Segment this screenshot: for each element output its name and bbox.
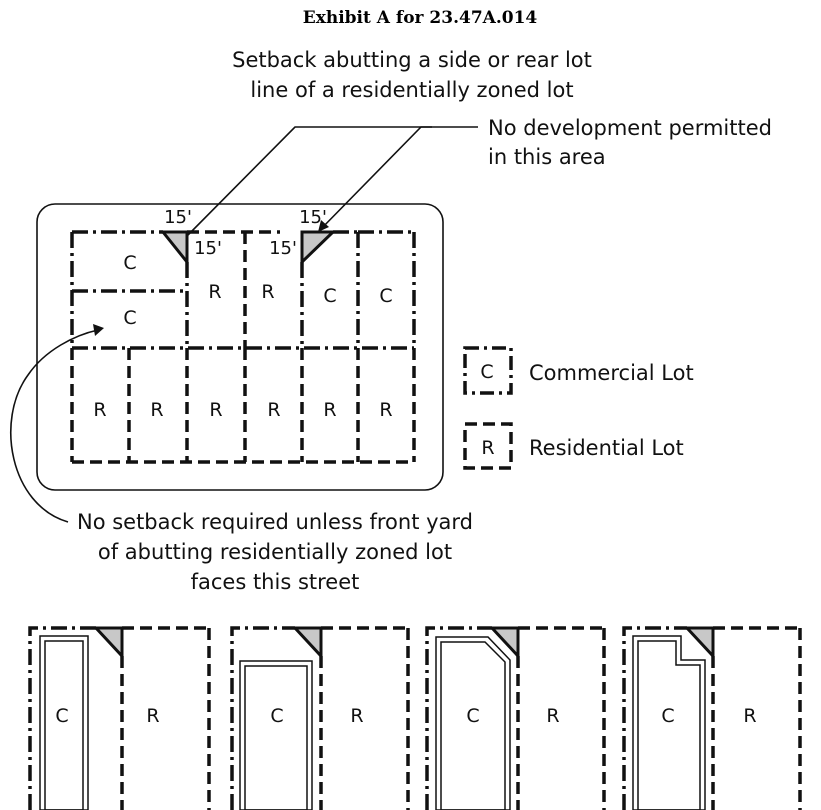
legend-residential-symbol: R	[481, 437, 494, 459]
setback-callout-line2: line of a residentially zoned lot	[250, 78, 573, 102]
example-row: C R C R	[28, 626, 802, 810]
commercial-lot-lines	[70, 230, 416, 350]
no-development-callout-line2: in this area	[488, 145, 606, 169]
exhibit-title: Exhibit A for 23.47A.014	[303, 8, 538, 28]
setback-leader-line	[186, 126, 432, 237]
example-panel: C R	[425, 626, 606, 810]
lot-label-commercial: C	[123, 307, 136, 329]
lot-label-commercial: C	[379, 285, 392, 307]
lot-label-commercial: C	[661, 705, 674, 727]
building-footprint-inner	[440, 641, 506, 810]
lot-label-residential: R	[209, 399, 222, 421]
legend-commercial-label: Commercial Lot	[529, 361, 694, 385]
legend-residential-swatch	[463, 422, 513, 470]
setback-callout-line1: Setback abutting a side or rear lot	[232, 48, 592, 72]
lot-label-residential: R	[350, 705, 363, 727]
no-development-leader-line	[317, 126, 478, 233]
lot-label-residential: R	[208, 281, 221, 303]
no-development-triangle	[92, 626, 124, 660]
building-footprint	[435, 636, 511, 810]
no-development-triangle	[488, 626, 520, 660]
lot-label-commercial: C	[270, 705, 283, 727]
no-development-triangle	[683, 626, 715, 660]
arrow-head-icon	[93, 324, 104, 336]
building-footprint	[632, 635, 706, 810]
legend-residential-label: Residential Lot	[529, 436, 684, 460]
dimension-label: 15'	[269, 238, 297, 259]
arrow-head-icon	[318, 220, 329, 232]
building-footprint-inner	[637, 640, 701, 810]
block-outline	[36, 203, 444, 491]
building-footprint	[39, 635, 89, 810]
dimension-label: 15'	[299, 207, 327, 228]
building-footprint	[239, 660, 313, 810]
lot-label-commercial: C	[55, 705, 68, 727]
lot-label-residential: R	[261, 281, 274, 303]
lot-label-residential: R	[379, 399, 392, 421]
lot-label-commercial: C	[466, 705, 479, 727]
dimension-label: 15'	[164, 207, 192, 228]
lot-label-residential: R	[546, 705, 559, 727]
no-development-triangle	[159, 230, 189, 267]
legend-commercial-swatch	[463, 346, 513, 395]
residential-lot-lines	[70, 230, 416, 464]
building-footprint-inner	[244, 665, 308, 810]
building-footprint-inner	[44, 640, 84, 810]
example-panel: C R	[230, 626, 410, 810]
leader-lines	[186, 126, 478, 237]
no-setback-callout-line3: faces this street	[191, 570, 360, 594]
block-lot-lines	[70, 230, 416, 464]
lot-label-residential: R	[93, 399, 106, 421]
no-development-triangle	[300, 230, 337, 266]
lot-label-residential: R	[743, 705, 756, 727]
lot-label-commercial: C	[323, 285, 336, 307]
no-development-triangle	[291, 626, 323, 660]
no-setback-callout-line2: of abutting residentially zoned lot	[98, 540, 452, 564]
lot-label-residential: R	[150, 399, 163, 421]
example-panel: C R	[28, 626, 211, 810]
legend: C Commercial Lot R Residential Lot	[463, 346, 694, 470]
legend-commercial-symbol: C	[480, 361, 493, 383]
no-development-callout-line1: No development permitted	[488, 116, 772, 140]
lot-label-residential: R	[267, 399, 280, 421]
lot-label-residential: R	[146, 705, 159, 727]
example-panel: C R	[622, 626, 802, 810]
lot-label-residential: R	[323, 399, 336, 421]
street-callout-arrow	[10, 324, 104, 523]
no-setback-callout-line1: No setback required unless front yard	[77, 510, 473, 534]
lot-label-commercial: C	[123, 252, 136, 274]
dimension-label: 15'	[194, 238, 222, 259]
